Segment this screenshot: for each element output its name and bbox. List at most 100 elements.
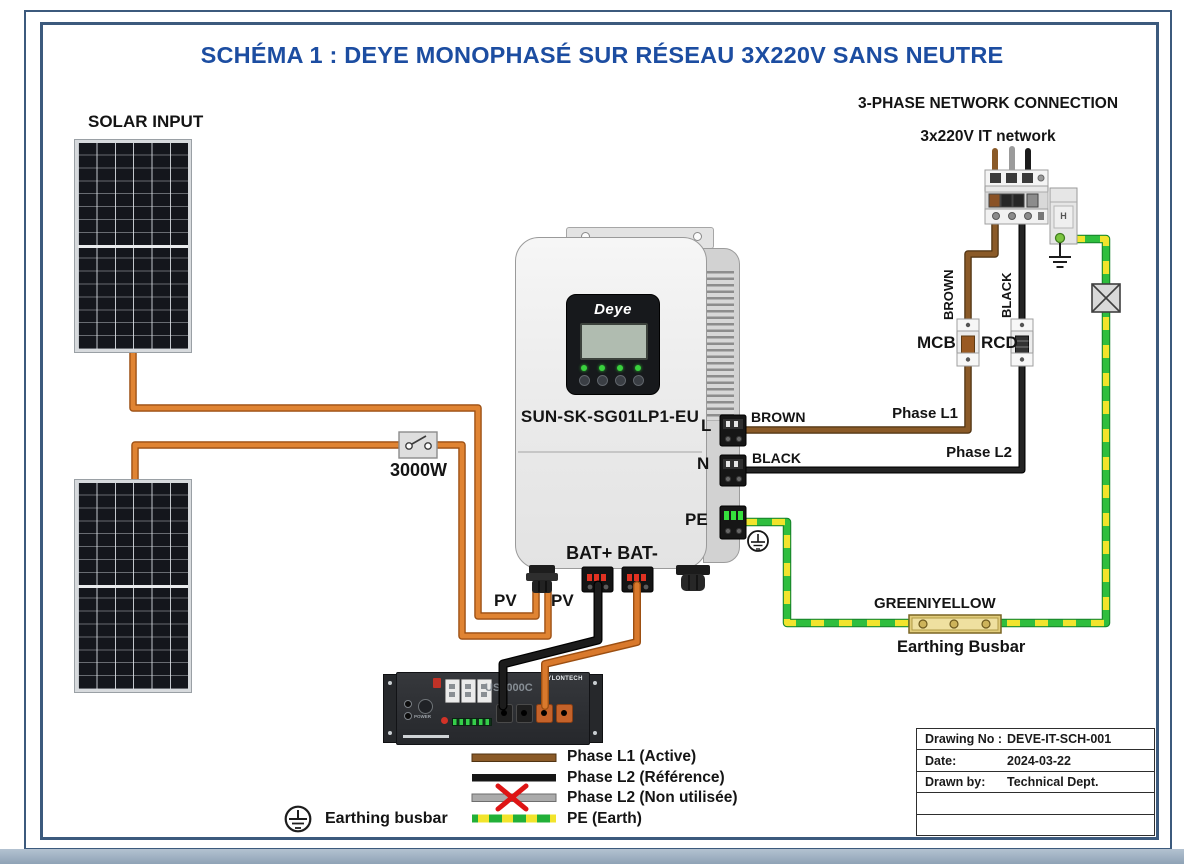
terminal-n-label: N	[697, 454, 710, 473]
bat-minus-terminal	[621, 566, 654, 593]
solar-panel-top	[74, 139, 192, 353]
ac-cable-gland	[676, 565, 710, 591]
crossed-junction-box	[1091, 283, 1121, 313]
solar-input-heading: SOLAR INPUT	[88, 112, 204, 131]
battery-cable-black	[498, 580, 603, 711]
inverter-button[interactable]	[615, 375, 626, 386]
ear-hole	[387, 681, 392, 685]
rcd-breaker	[1010, 318, 1034, 367]
pv-wire-panel1	[129, 348, 540, 620]
inverter-model-label: SUN-SK-SG01LP1-EU	[520, 407, 700, 426]
battery-model-label: US3000C	[485, 682, 533, 694]
rcd-label: RCD	[981, 333, 1018, 352]
legend-label-pe-earth: PE (Earth)	[567, 810, 642, 827]
battery-soc-leds	[452, 718, 492, 726]
pv-right-label: PV	[551, 591, 574, 610]
battery-trim	[403, 735, 449, 738]
battery-port	[404, 712, 412, 720]
battery-connector	[461, 679, 476, 703]
bottom-strip	[0, 849, 1184, 864]
grid-phase-l2-black-wire	[744, 222, 1026, 474]
black-wire-label: BLACK	[752, 450, 801, 466]
solar-panel-bottom	[74, 479, 192, 693]
ear-hole	[592, 681, 597, 685]
surge-device-label: H	[1060, 211, 1067, 221]
grid-three-pole-breaker	[984, 169, 1049, 225]
legend-label-phase-l2-ref: Phase L2 (Référence)	[567, 769, 725, 786]
inverter-lcd-screen	[580, 323, 648, 360]
inverter-seam	[518, 451, 702, 453]
page-title: SCHÉMA 1 : DEYE MONOPHASÉ SUR RÉSEAU 3X2…	[200, 42, 1004, 68]
green-yellow-wire-label: GREENIYELLOW	[874, 595, 996, 612]
title-block: Drawing No : DEVE-IT-SCH-001 Date: 2024-…	[916, 728, 1155, 836]
inverter-terminal-l	[719, 414, 747, 447]
legend-swatch-black	[472, 774, 556, 782]
titleblock-row: Drawn by: Technical Dept.	[917, 772, 1154, 794]
phase-l2-label: Phase L2	[946, 444, 1012, 461]
brown-wire-label: BROWN	[751, 409, 806, 425]
inverter-terminal-n	[719, 454, 747, 487]
titleblock-label: Drawing No :	[925, 732, 1003, 747]
battery-terminals-label: BAT+ BAT-	[566, 543, 658, 563]
battery-port	[404, 700, 412, 708]
battery-connector	[477, 679, 492, 703]
legend-earthing-busbar-label: Earthing busbar	[325, 810, 448, 827]
legend-earthing-busbar-symbol	[284, 805, 312, 833]
pv-wire-panel2	[131, 441, 552, 640]
titleblock-value: DEVE-IT-SCH-001	[1007, 732, 1112, 747]
status-led	[581, 365, 587, 371]
titleblock-row-empty	[917, 815, 1154, 835]
inverter-display-panel: Deye	[566, 294, 660, 395]
black-wire-vertical-label: BLACK	[999, 272, 1014, 319]
titleblock-label: Drawn by:	[925, 775, 986, 790]
inverter-terminal-pe	[719, 505, 747, 540]
heatsink-fins	[707, 271, 734, 421]
earthing-busbar-label: Earthing Busbar	[897, 638, 1026, 656]
network-heading: 3-PHASE NETWORK CONNECTION	[857, 95, 1119, 112]
network-subheading: 3x220V IT network	[920, 128, 1056, 145]
titleblock-row-empty	[917, 793, 1154, 815]
ear-hole	[387, 731, 392, 735]
earthing-busbar	[908, 614, 1002, 634]
battery-terminal-positive	[556, 704, 573, 723]
mcb-label: MCB	[917, 333, 956, 352]
titleblock-value: 2024-03-22	[1007, 753, 1071, 768]
pv-disconnect-switch	[398, 431, 438, 459]
terminal-l-label: L	[701, 416, 712, 435]
phase-l1-label: Phase L1	[892, 405, 958, 422]
battery-unit: POWER US3000C PYLONTECH	[396, 672, 590, 745]
titleblock-label: Date:	[925, 753, 957, 768]
brown-wire-vertical-label: BROWN	[941, 269, 956, 320]
bracket-hole-right	[693, 232, 702, 241]
power-knob[interactable]	[418, 699, 433, 714]
battery-sw-button[interactable]	[441, 717, 448, 724]
titleblock-row: Date: 2024-03-22	[917, 750, 1154, 772]
deye-brand-logo: Deye	[594, 301, 632, 318]
battery-connector	[445, 679, 460, 703]
inverter-button[interactable]	[633, 375, 644, 386]
bat-plus-terminal	[581, 566, 614, 593]
surge-protector	[1049, 187, 1078, 245]
legend-label-phase-l1: Phase L1 (Active)	[567, 748, 697, 765]
pe-earth-symbol	[747, 530, 769, 552]
pv-switch-label: 3000W	[390, 460, 448, 480]
mcb-breaker	[956, 318, 980, 367]
inverter-button[interactable]	[579, 375, 590, 386]
status-led	[617, 365, 623, 371]
terminal-pe-label: PE	[685, 510, 708, 529]
ear-hole	[592, 731, 597, 735]
inverter-button[interactable]	[597, 375, 608, 386]
status-led	[635, 365, 641, 371]
titleblock-value: Technical Dept.	[1007, 775, 1099, 790]
surge-ground-symbol	[1049, 243, 1071, 268]
battery-cable-orange	[541, 581, 641, 710]
pv-left-label: PV	[494, 591, 517, 610]
legend-swatch-gray-crossed	[471, 783, 557, 812]
titleblock-row: Drawing No : DEVE-IT-SCH-001	[917, 729, 1154, 751]
battery-breaker-red	[433, 678, 441, 688]
pv-cable-gland	[526, 565, 558, 593]
